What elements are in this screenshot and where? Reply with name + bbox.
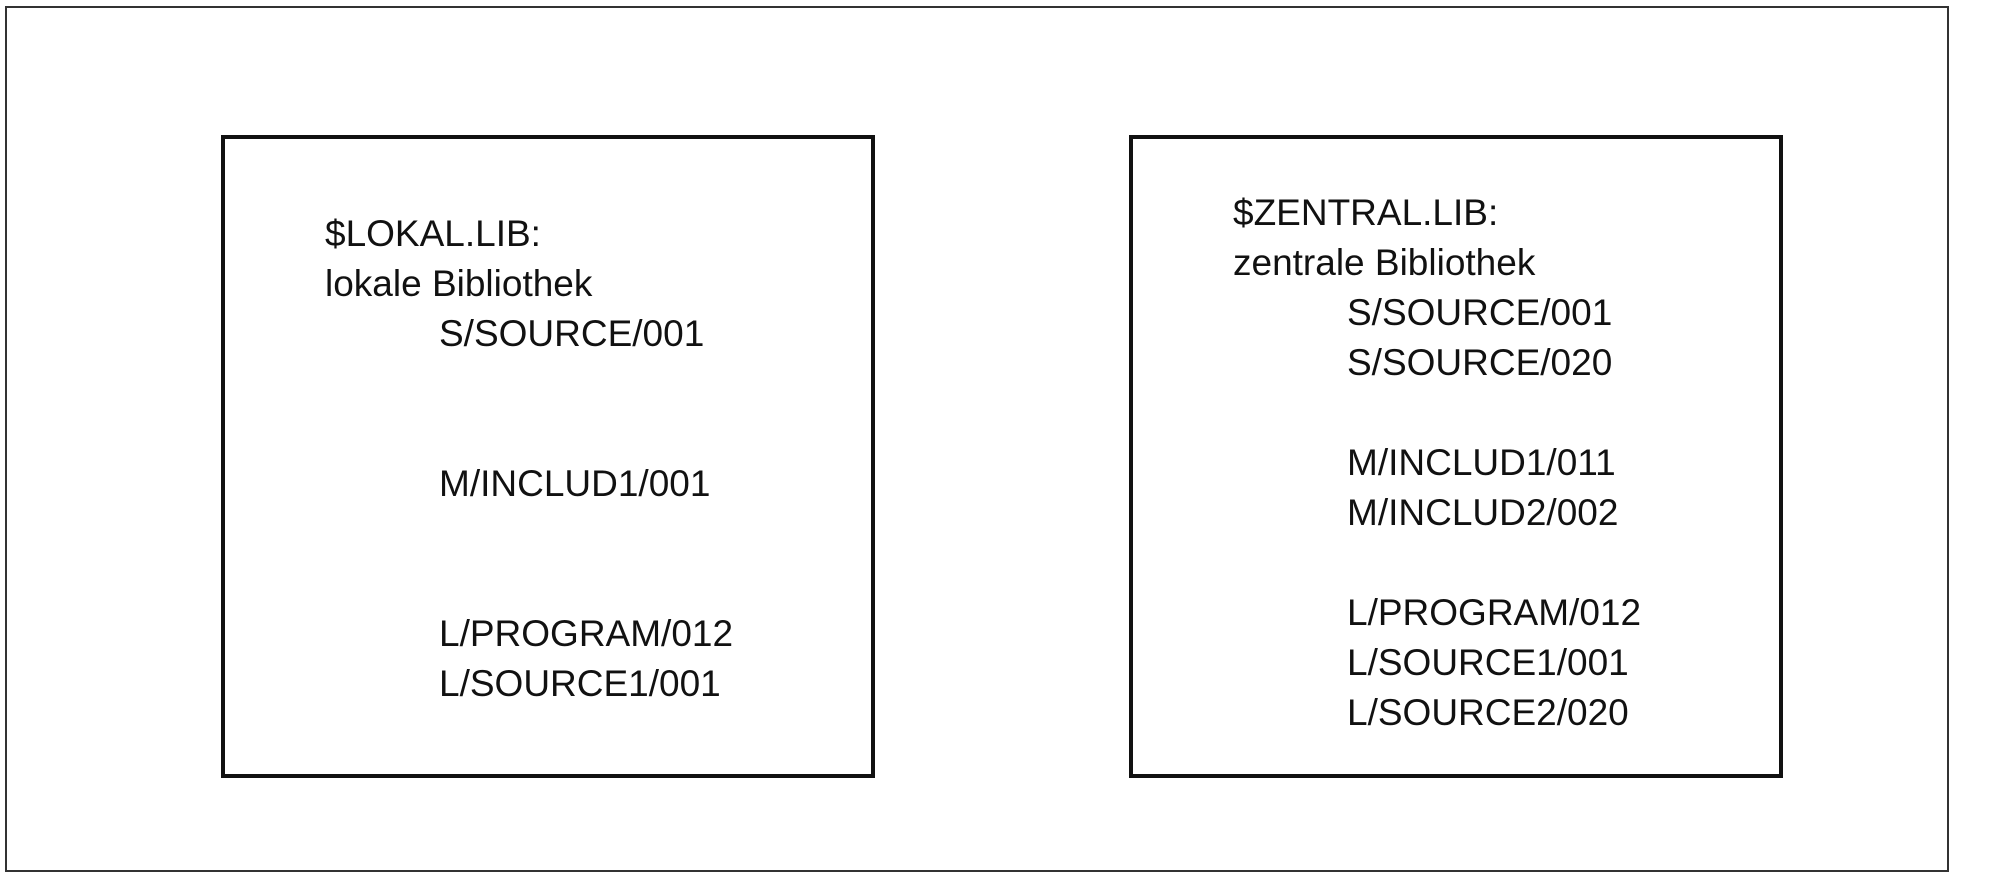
library-element: S/SOURCE/001 (1347, 292, 1613, 333)
diagram-frame: $LOKAL.LIB: lokale Bibliothek S/SOURCE/0… (5, 6, 1949, 872)
library-element: M/INCLUD2/002 (1347, 492, 1619, 533)
library-element: M/INCLUD1/001 (439, 463, 711, 504)
library-element: L/SOURCE1/001 (1347, 642, 1629, 683)
library-element: S/SOURCE/020 (1347, 342, 1613, 383)
library-element: M/INCLUD1/011 (1347, 442, 1616, 483)
library-description: zentrale Bibliothek (1233, 242, 1536, 283)
library-element: L/SOURCE2/020 (1347, 692, 1629, 733)
library-box-lokal: $LOKAL.LIB: lokale Bibliothek S/SOURCE/0… (221, 135, 875, 778)
library-element: L/PROGRAM/012 (439, 613, 734, 654)
library-element: S/SOURCE/001 (439, 313, 705, 354)
library-box-zentral: $ZENTRAL.LIB: zentrale Bibliothek S/SOUR… (1129, 135, 1783, 778)
library-element: L/SOURCE1/001 (439, 663, 721, 704)
library-name: $ZENTRAL.LIB: (1233, 192, 1499, 233)
library-name: $LOKAL.LIB: (325, 213, 541, 254)
library-description: lokale Bibliothek (325, 263, 593, 304)
library-element: L/PROGRAM/012 (1347, 592, 1642, 633)
